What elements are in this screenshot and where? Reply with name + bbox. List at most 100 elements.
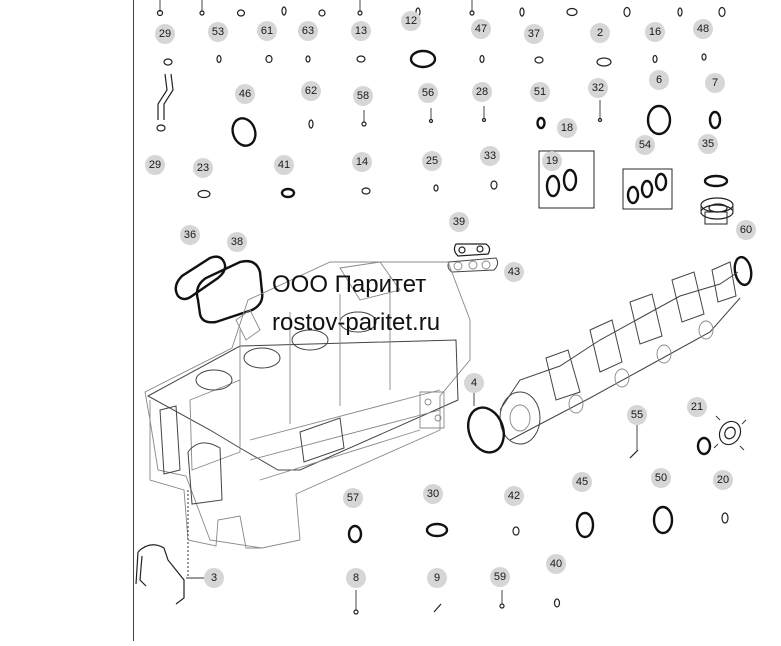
kit-box-18 (538, 150, 595, 209)
callout-number: 3 (211, 572, 217, 584)
callout-number: 55 (631, 409, 643, 421)
callout-number: 14 (356, 156, 368, 168)
callout-number: 33 (484, 150, 496, 162)
tube-part (157, 73, 174, 120)
callout-number: 60 (740, 224, 752, 236)
callout-bubble (542, 151, 562, 171)
callout-number: 20 (717, 474, 729, 486)
callout-number: 36 (184, 229, 196, 241)
callout-number: 21 (691, 401, 703, 413)
callout-bubble (227, 232, 247, 252)
callout-c58: 58 (353, 86, 373, 106)
callout-c45: 45 (572, 472, 592, 492)
callout-number: 38 (231, 236, 243, 248)
callout-c9: 9 (427, 568, 447, 588)
callout-c32: 32 (588, 78, 608, 98)
callout-number: 19 (546, 155, 558, 167)
callout-number: 2 (597, 27, 603, 39)
callout-c16: 16 (645, 22, 665, 42)
callout-c57: 57 (343, 488, 363, 508)
callout-number: 39 (453, 216, 465, 228)
tube-o-ring (156, 124, 166, 132)
callout-c39: 39 (449, 212, 469, 232)
callout-bubble (557, 118, 577, 138)
callout-bubble (627, 405, 647, 425)
callout-bubble (235, 84, 255, 104)
callout-number: 9 (434, 572, 440, 584)
pin-55 (629, 449, 639, 459)
callout-c43: 43 (504, 262, 524, 282)
callout-c59: 59 (490, 567, 510, 587)
callout-bubble (698, 134, 718, 154)
callout-bubble (464, 373, 484, 393)
callout-c38: 38 (227, 232, 247, 252)
callout-number: 7 (712, 77, 718, 89)
callout-c54: 54 (635, 135, 655, 155)
callout-number: 51 (534, 86, 546, 98)
callout-number: 32 (592, 82, 604, 94)
callout-c63: 63 (298, 21, 318, 41)
callout-number: 63 (302, 25, 314, 37)
callout-bubble (635, 135, 655, 155)
crankshaft (499, 261, 741, 445)
callout-c50: 50 (651, 468, 671, 488)
callout-bubble (298, 21, 318, 41)
top-row-parts (156, 0, 726, 18)
callout-bubble (504, 486, 524, 506)
callout-number: 23 (197, 162, 209, 174)
gasket-38 (195, 259, 264, 324)
callout-number: 8 (353, 572, 359, 584)
callout-c30: 30 (423, 484, 443, 504)
callout-c29b: 29 (145, 155, 165, 175)
callout-bubble (590, 23, 610, 43)
callout-number: 62 (305, 85, 317, 97)
callout-bubble (274, 155, 294, 175)
callout-c18: 18 (557, 118, 577, 138)
callout-number: 29 (149, 159, 161, 171)
callout-c48: 48 (693, 19, 713, 39)
callout-c53: 53 (208, 22, 228, 42)
callout-bubble (713, 470, 733, 490)
callout-bubble (471, 19, 491, 39)
callout-c29a: 29 (155, 24, 175, 44)
callout-bubble (352, 152, 372, 172)
callout-number: 4 (471, 377, 477, 389)
callout-c35: 35 (698, 134, 718, 154)
callout-bubble (422, 151, 442, 171)
callout-bubble (423, 484, 443, 504)
callout-c62: 62 (301, 81, 321, 101)
callout-number: 54 (639, 139, 651, 151)
callout-c4: 4 (464, 373, 484, 393)
callout-c2: 2 (590, 23, 610, 43)
callout-c47: 47 (471, 19, 491, 39)
callout-number: 29 (159, 28, 171, 40)
callout-bubble (687, 397, 707, 417)
callout-bubble (257, 21, 277, 41)
callout-c13: 13 (351, 21, 371, 41)
callout-number: 46 (239, 88, 251, 100)
callout-c61: 61 (257, 21, 277, 41)
callout-bubble (193, 158, 213, 178)
callout-number: 25 (426, 155, 438, 167)
callout-bubble (490, 567, 510, 587)
callout-c42: 42 (504, 486, 524, 506)
callout-bubble (204, 568, 224, 588)
callout-number: 41 (278, 159, 290, 171)
callout-number: 18 (561, 122, 573, 134)
callout-bubble (353, 86, 373, 106)
callout-c55: 55 (627, 405, 647, 425)
callout-c3: 3 (204, 568, 224, 588)
callout-number: 50 (655, 472, 667, 484)
callout-bubble (427, 568, 447, 588)
callout-c25: 25 (422, 151, 442, 171)
gasket-3 (135, 544, 185, 605)
callout-bubble (155, 24, 175, 44)
callout-bubble (645, 22, 665, 42)
callout-bubble (705, 73, 725, 93)
callout-bubble (472, 82, 492, 102)
callout-bubble (693, 19, 713, 39)
callout-c36: 36 (180, 225, 200, 245)
